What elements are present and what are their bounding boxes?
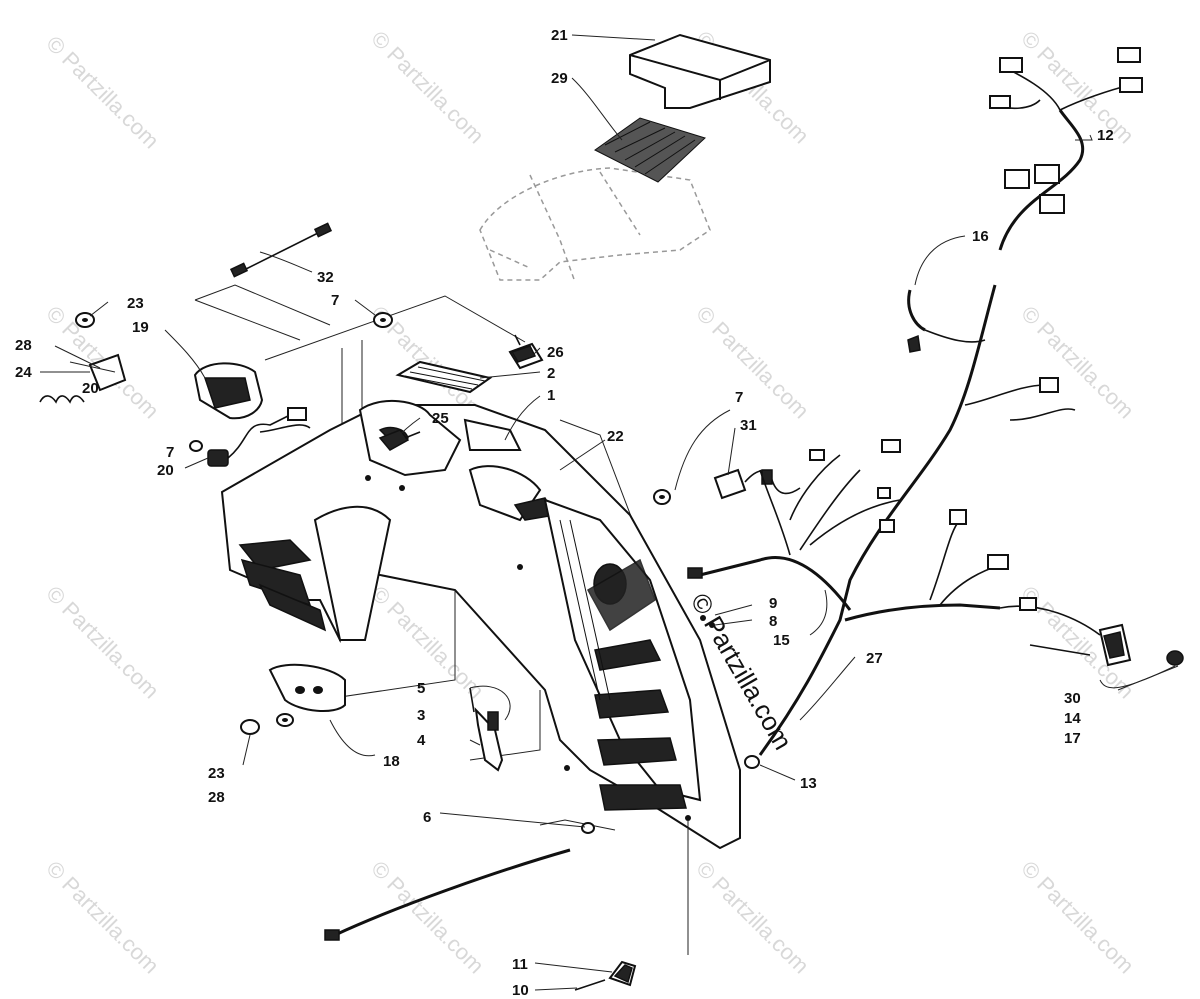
callout-8: 8 xyxy=(769,613,777,630)
part-7-washer xyxy=(653,489,671,505)
part-20-switch-lower xyxy=(207,407,311,467)
callout-12: 12 xyxy=(1097,127,1114,144)
part-25-key xyxy=(378,429,421,451)
callout-30: 30 xyxy=(1064,690,1081,707)
watermark: © Partzilla.com xyxy=(691,856,814,979)
watermark: © Partzilla.com xyxy=(366,26,489,149)
watermark: © Partzilla.com xyxy=(41,31,164,154)
callout-26: 26 xyxy=(547,344,564,361)
watermark: © Partzilla.com xyxy=(1016,856,1139,979)
callout-17: 17 xyxy=(1064,730,1081,747)
callout-28: 28 xyxy=(15,337,32,354)
part-10-screw xyxy=(574,979,606,991)
part-13-grommet xyxy=(744,755,760,769)
callout-5: 5 xyxy=(417,680,425,697)
wiring-harness xyxy=(687,47,1184,756)
part-23-nut-lower xyxy=(240,719,260,735)
part-24-switch xyxy=(39,353,127,404)
callout-14: 14 xyxy=(1064,710,1081,727)
callout-3: 3 xyxy=(417,707,425,724)
part-19-bezel xyxy=(193,362,264,420)
callout-29: 29 xyxy=(551,70,568,87)
part-29-mesh xyxy=(594,117,706,183)
callout-20: 20 xyxy=(157,462,174,479)
callout-20: 20 xyxy=(82,380,99,397)
watermark: © Partzilla.com xyxy=(41,581,164,704)
callout-22: 22 xyxy=(607,428,624,445)
callout-32: 32 xyxy=(317,269,334,286)
watermark: © Partzilla.com xyxy=(1016,301,1139,424)
callout-7: 7 xyxy=(166,444,174,461)
callout-labels: 21 29 12 16 32 23 7 19 28 24 26 2 20 1 2… xyxy=(15,27,1114,999)
callout-19: 19 xyxy=(132,319,149,336)
part-4-bracket xyxy=(469,687,504,772)
part-18-bezel-lower xyxy=(268,663,346,712)
callout-15: 15 xyxy=(773,632,790,649)
callout-11: 11 xyxy=(512,956,528,973)
callout-16: 16 xyxy=(972,228,989,245)
part-9-8-hardware xyxy=(700,615,715,628)
callout-23: 23 xyxy=(208,765,225,782)
part-31-switch xyxy=(713,468,801,500)
callout-18: 18 xyxy=(383,753,400,770)
part-21-pad xyxy=(629,33,771,109)
callout-24: 24 xyxy=(15,364,32,381)
callout-13: 13 xyxy=(800,775,817,792)
watermark: © Partzilla.com xyxy=(41,856,164,979)
watermark: © Partzilla.com xyxy=(366,856,489,979)
callout-21: 21 xyxy=(551,27,568,44)
callout-2: 2 xyxy=(547,365,555,382)
dashed-outline-shape xyxy=(479,167,711,283)
part-2-plate xyxy=(395,360,493,394)
callout-27: 27 xyxy=(866,650,883,667)
part-28-washer-lower xyxy=(276,713,294,727)
callout-7: 7 xyxy=(735,389,743,406)
part-32-cable xyxy=(229,222,333,278)
callout-31: 31 xyxy=(740,417,757,434)
lower-cable xyxy=(324,848,571,941)
callout-23: 23 xyxy=(127,295,144,312)
part-23-nut xyxy=(75,312,95,328)
callout-25: 25 xyxy=(432,410,449,427)
callout-6: 6 xyxy=(423,809,431,826)
callout-28: 28 xyxy=(208,789,225,806)
watermark: © Partzilla.com xyxy=(691,301,814,424)
part-7-washer xyxy=(189,440,203,452)
callout-9: 9 xyxy=(769,595,777,612)
part-26-toggle xyxy=(508,334,544,370)
part-6-screw xyxy=(581,822,595,834)
part-1-console-body xyxy=(220,399,741,850)
callout-4: 4 xyxy=(417,732,426,749)
leader-lines xyxy=(40,34,1179,991)
part-7-washer xyxy=(373,312,393,328)
callout-1: 1 xyxy=(547,387,555,404)
callout-7: 7 xyxy=(331,292,339,309)
callout-10: 10 xyxy=(512,982,529,999)
part-11-clip xyxy=(608,960,637,987)
